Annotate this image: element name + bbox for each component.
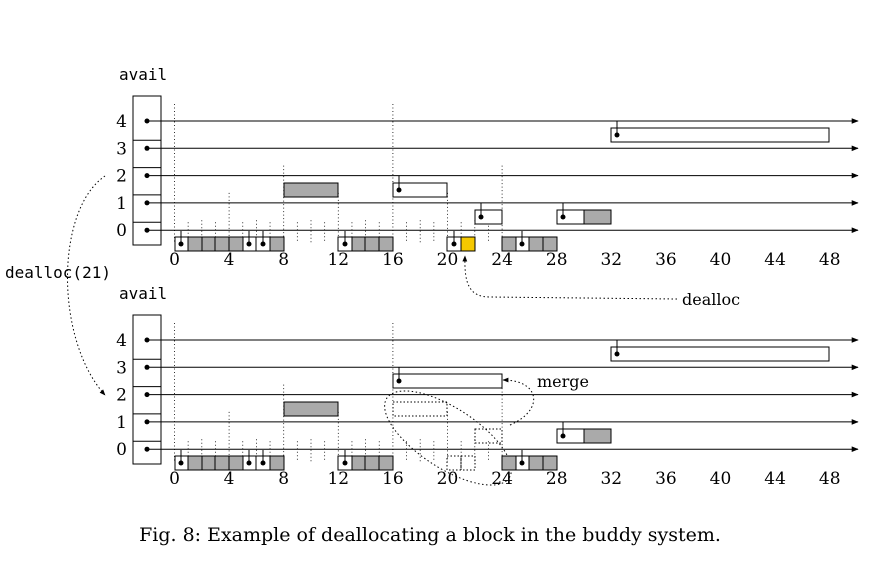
tick-label: 24 xyxy=(491,250,513,270)
tick-label: 40 xyxy=(710,469,732,489)
figure-caption: Fig. 8: Example of deallocating a block … xyxy=(139,524,721,546)
tick-label: 36 xyxy=(655,469,677,489)
memory-blocks xyxy=(174,340,830,471)
tick-label: 20 xyxy=(437,469,459,489)
tick-label: 12 xyxy=(327,250,349,270)
list-node xyxy=(396,378,402,384)
allocated-block xyxy=(228,455,244,471)
allocated-block xyxy=(228,236,244,252)
merged-ghost-block xyxy=(392,401,448,417)
tick-label: 0 xyxy=(169,250,180,270)
dealloc-call-label: dealloc(21) xyxy=(5,263,111,282)
level-label: 3 xyxy=(116,139,127,159)
tick-label: 40 xyxy=(710,250,732,270)
allocated-block xyxy=(583,209,612,225)
tick-label: 16 xyxy=(382,469,404,489)
list-node xyxy=(560,214,566,220)
level-label: 0 xyxy=(116,440,127,460)
allocated-block xyxy=(528,455,544,471)
avail-label: avail xyxy=(119,65,167,84)
merged-ghost-block xyxy=(474,428,503,444)
merge-label: merge xyxy=(537,372,589,391)
allocated-block xyxy=(351,236,366,252)
tick-label: 32 xyxy=(600,250,622,270)
tick-label: 0 xyxy=(169,469,180,489)
level-label: 1 xyxy=(116,413,127,433)
merged-block xyxy=(392,373,503,389)
merge-region xyxy=(384,390,512,486)
list-node xyxy=(478,214,484,220)
level-label: 4 xyxy=(116,112,127,132)
allocated-block xyxy=(201,455,216,471)
allocated-block xyxy=(214,236,230,252)
dealloc-target-block xyxy=(460,236,476,252)
tick-label: 8 xyxy=(278,250,289,270)
level-label: 0 xyxy=(116,221,127,241)
allocated-block xyxy=(187,236,203,252)
level-label: 3 xyxy=(116,358,127,378)
tick-label: 44 xyxy=(764,250,786,270)
tick-label: 20 xyxy=(437,250,459,270)
transition-arrow xyxy=(67,175,106,396)
allocated-block xyxy=(583,428,612,444)
allocated-block xyxy=(542,455,558,471)
tick-label: 12 xyxy=(327,469,349,489)
tick-label: 48 xyxy=(819,250,841,270)
allocated-block xyxy=(528,236,544,252)
merged-ghost-block xyxy=(446,455,462,471)
allocated-block xyxy=(201,236,216,252)
list-node xyxy=(614,132,620,138)
allocated-block xyxy=(269,455,285,471)
allocated-block xyxy=(283,401,339,417)
allocated-block xyxy=(501,455,517,471)
free-block xyxy=(610,127,830,143)
merged-ghost-block xyxy=(460,455,476,471)
allocated-block xyxy=(542,236,558,252)
list-node xyxy=(614,351,620,357)
level0-links xyxy=(178,450,525,466)
free-block xyxy=(610,346,830,362)
tick-label: 4 xyxy=(224,469,235,489)
level0-links xyxy=(178,231,525,247)
allocated-block xyxy=(378,236,394,252)
tick-label: 16 xyxy=(382,250,404,270)
allocated-block xyxy=(214,455,230,471)
level-label: 2 xyxy=(116,167,127,187)
tick-label: 36 xyxy=(655,250,677,270)
tick-label: 28 xyxy=(546,469,568,489)
level-label: 4 xyxy=(116,331,127,351)
allocated-block xyxy=(283,182,339,198)
allocated-block xyxy=(378,455,394,471)
merge-arrow xyxy=(502,377,535,426)
free-block xyxy=(474,209,503,225)
allocated-block xyxy=(501,236,517,252)
tick-label: 44 xyxy=(764,469,786,489)
tick-label: 24 xyxy=(491,469,513,489)
tick-label: 48 xyxy=(819,469,841,489)
tick-label: 8 xyxy=(278,469,289,489)
level-label: 1 xyxy=(116,194,127,214)
free-block xyxy=(392,182,448,198)
allocated-block xyxy=(269,236,285,252)
allocated-block xyxy=(364,455,380,471)
allocated-block xyxy=(364,236,380,252)
tick-label: 4 xyxy=(224,250,235,270)
level-label: 2 xyxy=(116,386,127,406)
allocated-block xyxy=(351,455,366,471)
tick-label: 32 xyxy=(600,469,622,489)
list-node xyxy=(396,187,402,193)
list-node xyxy=(560,433,566,439)
tick-label: 28 xyxy=(546,250,568,270)
allocated-block xyxy=(187,455,203,471)
avail-label: avail xyxy=(119,284,167,303)
dealloc-label: dealloc xyxy=(682,290,740,309)
memory-blocks xyxy=(174,121,830,252)
